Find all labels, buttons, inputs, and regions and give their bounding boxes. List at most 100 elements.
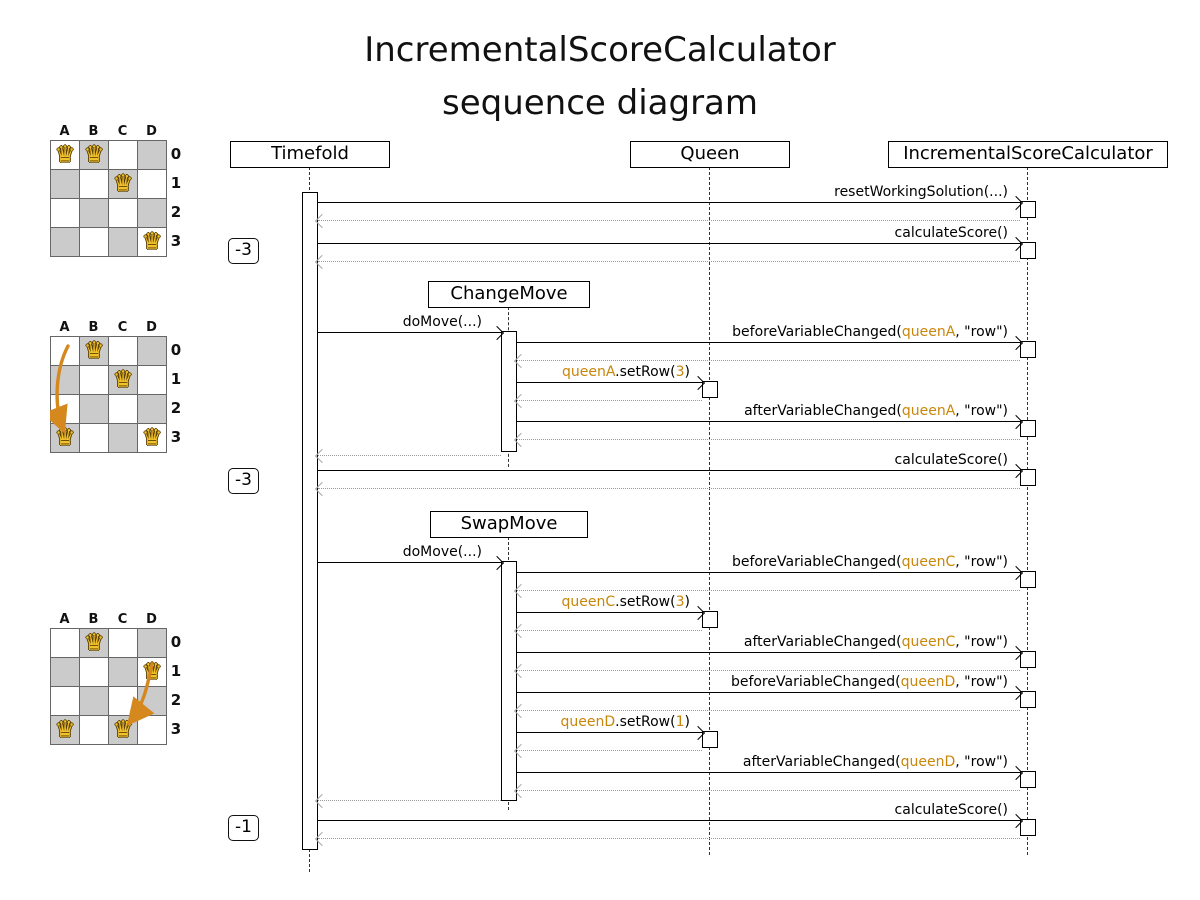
return-arrow-aftervariablechanged-queend — [517, 790, 1020, 791]
call-arrow-domove-1 — [318, 332, 501, 333]
queen-arg: queenC — [901, 554, 956, 570]
score-badge-after-changemove: -3 — [228, 468, 259, 494]
message-label-aftervariablechanged-queend: afterVariableChanged(queenD, "row") — [743, 754, 1008, 770]
activation-swapmove — [501, 561, 517, 801]
return-arrow-queenc-setrow — [517, 630, 702, 631]
participant-swapmove: SwapMove — [430, 511, 588, 538]
return-arrow-calculatescore-3 — [318, 838, 1020, 839]
label-text: ) — [684, 364, 690, 380]
message-label-resetworkingsolution: resetWorkingSolution(...) — [834, 184, 1008, 200]
label-text: , "row") — [955, 674, 1008, 690]
call-arrow-calculatescore-3 — [318, 820, 1020, 821]
participant-timefold: Timefold — [230, 141, 390, 168]
label-text: .setRow( — [615, 714, 676, 730]
return-arrow-beforevariablechanged-queenc — [517, 590, 1020, 591]
activation-calculator-before-d — [1020, 691, 1036, 708]
message-label-calculatescore-3: calculateScore() — [894, 802, 1008, 818]
return-arrow-resetworkingsolution — [318, 220, 1020, 221]
return-arrow-beforevariablechanged-queena — [517, 360, 1020, 361]
label-text: , "row") — [955, 754, 1008, 770]
row-value: 3 — [675, 594, 685, 610]
call-arrow-beforevariablechanged-queenc — [517, 572, 1020, 573]
label-text: , "row") — [955, 554, 1008, 570]
return-arrow-domove-1 — [318, 455, 501, 456]
label-text: afterVariableChanged( — [742, 754, 901, 770]
move-arrow-queena — [50, 344, 70, 434]
label-text: , "row") — [955, 634, 1008, 650]
queen-arg: queenC — [561, 594, 616, 610]
lifeline-queen — [709, 167, 710, 855]
message-label-calculatescore-1: calculateScore() — [894, 225, 1008, 241]
label-text: beforeVariableChanged( — [732, 324, 902, 340]
score-badge-initial: -3 — [228, 238, 259, 264]
activation-calculator-calc2 — [1020, 469, 1036, 486]
call-arrow-queenc-setrow — [517, 612, 702, 613]
label-text: afterVariableChanged( — [743, 634, 902, 650]
call-arrow-aftervariablechanged-queenc — [517, 652, 1020, 653]
message-label-queend-setrow: queenD.setRow(1) — [561, 714, 690, 730]
call-arrow-queend-setrow — [517, 732, 702, 733]
activation-calculator-after-c — [1020, 651, 1036, 668]
queen-arg: queenA — [901, 403, 956, 419]
call-arrow-beforevariablechanged-queena — [517, 342, 1020, 343]
activation-calculator-after-d — [1020, 771, 1036, 788]
label-text: ) — [684, 714, 690, 730]
call-arrow-calculatescore-1 — [318, 243, 1020, 244]
message-label-aftervariablechanged-queenc: afterVariableChanged(queenC, "row") — [744, 634, 1008, 650]
return-arrow-queena-setrow — [517, 400, 702, 401]
activation-changemove — [501, 331, 517, 452]
label-text: .setRow( — [615, 364, 676, 380]
call-arrow-queena-setrow — [517, 382, 702, 383]
message-label-beforevariablechanged-queend: beforeVariableChanged(queenD, "row") — [731, 674, 1008, 690]
message-label-beforevariablechanged-queenc: beforeVariableChanged(queenC, "row") — [732, 554, 1008, 570]
return-arrow-domove-2 — [318, 800, 501, 801]
call-arrow-beforevariablechanged-queend — [517, 692, 1020, 693]
activation-calculator-before-c — [1020, 571, 1036, 588]
move-arrow-swap — [126, 662, 155, 726]
message-label-aftervariablechanged-queena: afterVariableChanged(queenA, "row") — [744, 403, 1008, 419]
participant-queen: Queen — [630, 141, 790, 168]
call-arrow-aftervariablechanged-queena — [517, 421, 1020, 422]
call-arrow-domove-2 — [318, 562, 501, 563]
message-label-beforevariablechanged-queena: beforeVariableChanged(queenA, "row") — [732, 324, 1008, 340]
activation-calculator-calc1 — [1020, 242, 1036, 259]
return-arrow-queend-setrow — [517, 750, 702, 751]
queen-arg: queenD — [560, 714, 616, 730]
lifeline-incrementalscorecalculator — [1027, 167, 1028, 855]
call-arrow-calculatescore-2 — [318, 470, 1020, 471]
activation-queen-setrow-c — [702, 611, 718, 628]
return-arrow-aftervariablechanged-queena — [517, 439, 1020, 440]
queen-arg: queenA — [901, 324, 956, 340]
diagram-title: IncrementalScoreCalculator sequence diag… — [250, 24, 950, 129]
label-text: .setRow( — [615, 594, 676, 610]
message-label-queena-setrow: queenA.setRow(3) — [562, 364, 690, 380]
participant-incrementalscorecalculator: IncrementalScoreCalculator — [888, 141, 1168, 168]
title-line-1: IncrementalScoreCalculator — [364, 30, 836, 70]
activation-queen-setrow-a — [702, 381, 718, 398]
activation-calculator-before-a — [1020, 341, 1036, 358]
queen-arg: queenA — [561, 364, 616, 380]
return-arrow-aftervariablechanged-queenc — [517, 670, 1020, 671]
call-arrow-resetworkingsolution — [318, 202, 1020, 203]
activation-calculator-reset — [1020, 201, 1036, 218]
queen-arg: queenD — [900, 674, 956, 690]
message-label-domove-1: doMove(...) — [402, 314, 482, 330]
queen-arg: queenD — [900, 754, 956, 770]
message-label-queenc-setrow: queenC.setRow(3) — [562, 594, 690, 610]
activation-timefold — [302, 192, 318, 850]
row-value: 1 — [675, 714, 685, 730]
participant-changemove: ChangeMove — [428, 281, 590, 308]
queen-arg: queenC — [901, 634, 956, 650]
return-arrow-calculatescore-2 — [318, 488, 1020, 489]
label-text: beforeVariableChanged( — [730, 674, 901, 690]
row-value: 3 — [675, 364, 685, 380]
message-label-calculatescore-2: calculateScore() — [894, 452, 1008, 468]
label-text: afterVariableChanged( — [744, 403, 902, 419]
label-text: beforeVariableChanged( — [731, 554, 902, 570]
label-text: , "row") — [955, 403, 1008, 419]
score-badge-after-swapmove: -1 — [228, 815, 259, 841]
